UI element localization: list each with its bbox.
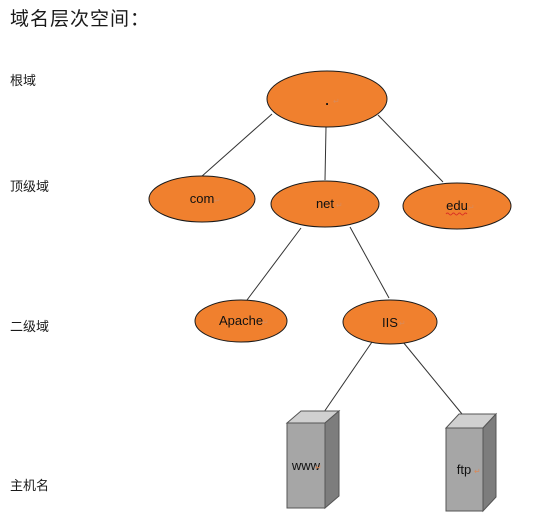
level-label-top: 顶级域 bbox=[10, 180, 50, 195]
node-edu-label: edu bbox=[446, 198, 468, 213]
node-apache-label: Apache bbox=[219, 313, 263, 328]
node-iis: IIS ↵ bbox=[342, 299, 438, 345]
level-label-host: 主机名 bbox=[10, 479, 50, 494]
node-edu-ellipse bbox=[402, 182, 512, 230]
host-www-side bbox=[324, 409, 340, 510]
edge-iis-www bbox=[323, 341, 373, 413]
host-www-label: www bbox=[291, 458, 321, 473]
paragraph-mark: ↵ bbox=[262, 318, 269, 327]
edge-root-edu bbox=[377, 114, 444, 183]
edge-root-net bbox=[324, 126, 327, 181]
node-edu: edu ↵ bbox=[402, 182, 512, 230]
edge-net-apache bbox=[246, 227, 302, 301]
node-com: com ↵ bbox=[148, 175, 256, 223]
node-com-label: com bbox=[190, 191, 215, 206]
node-iis-label: IIS bbox=[382, 315, 398, 330]
node-apache: Apache ↵ bbox=[194, 299, 288, 343]
paragraph-mark: ↵ bbox=[468, 203, 475, 212]
host-www-front bbox=[286, 422, 326, 509]
node-iis-ellipse bbox=[342, 299, 438, 345]
edges bbox=[200, 113, 463, 415]
paragraph-mark: ↵ bbox=[474, 467, 481, 476]
edge-root-com bbox=[200, 113, 273, 178]
level-label-root: 根域 bbox=[10, 74, 37, 89]
page-title: 域名层次空间： bbox=[10, 8, 151, 30]
host-www: www ↵ bbox=[285, 409, 341, 510]
node-apache-ellipse bbox=[194, 299, 288, 343]
node-net-ellipse bbox=[270, 180, 380, 228]
node-root: . ↵ bbox=[266, 70, 388, 128]
edge-net-iis bbox=[349, 226, 390, 299]
node-net-label: net bbox=[316, 196, 334, 211]
node-root-label: . bbox=[325, 93, 329, 108]
paragraph-mark: ↵ bbox=[315, 463, 322, 472]
host-ftp-side bbox=[482, 412, 497, 513]
paragraph-mark: ↵ bbox=[333, 97, 340, 106]
level-label-second: 二级域 bbox=[10, 320, 50, 335]
paragraph-mark: ↵ bbox=[214, 196, 221, 205]
host-ftp: ftp ↵ bbox=[444, 412, 498, 513]
host-ftp-label: ftp bbox=[457, 462, 471, 477]
edge-iis-ftp bbox=[402, 341, 463, 415]
paragraph-mark: ↵ bbox=[336, 201, 343, 210]
node-root-ellipse bbox=[266, 70, 388, 128]
node-net: net ↵ bbox=[270, 180, 380, 228]
host-ftp-front bbox=[445, 427, 484, 512]
paragraph-mark: ↵ bbox=[399, 319, 406, 328]
node-com-ellipse bbox=[148, 175, 256, 223]
spellcheck-underline bbox=[445, 212, 468, 216]
